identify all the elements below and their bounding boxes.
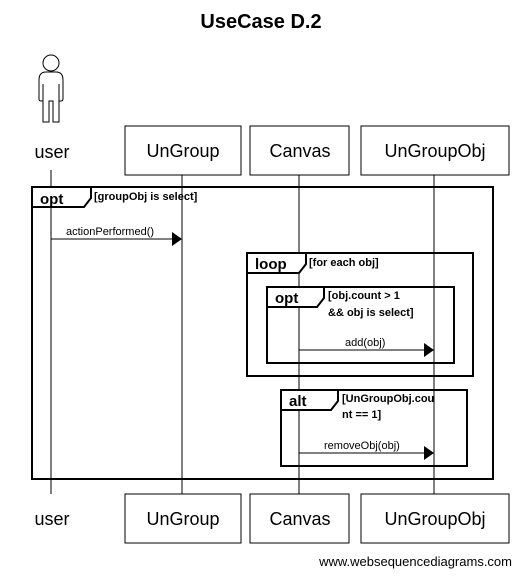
frame-outer-opt-operator: opt (40, 191, 63, 208)
lifelines (50, 170, 435, 494)
frame-inner-opt: opt [obj.count > 1 && obj is select] (266, 286, 455, 364)
participant-ungroup-top: UnGroup (124, 125, 242, 176)
user-actor-icon (38, 54, 64, 123)
participant-ungroup-bottom-label: UnGroup (146, 509, 219, 529)
frame-alt-operator: alt (289, 393, 307, 410)
participant-ungroup-top-label: UnGroup (146, 141, 219, 161)
participant-canvas-bottom: Canvas (249, 493, 350, 544)
frame-inner-opt-condition-line2: && obj is select] (328, 307, 414, 319)
participant-ungroup-bottom: UnGroup (124, 493, 242, 544)
frame-loop: loop [for each obj] (246, 252, 474, 377)
message-action-performed: actionPerformed() (51, 226, 182, 246)
participant-user-top: user (34, 142, 69, 162)
frame-alt-condition-line2: nt == 1] (342, 409, 381, 421)
frame-outer-opt-condition: [groupObj is select] (94, 191, 198, 203)
message-remove-label: removeObj(obj) (324, 440, 400, 452)
footer-watermark: www.websequencediagrams.com (318, 554, 512, 569)
frame-inner-opt-condition-line1: [obj.count > 1 (328, 290, 400, 302)
frame-outer-opt: opt [groupObj is select] (31, 186, 494, 480)
participant-canvas-top: Canvas (249, 125, 350, 176)
participant-ungroupobj-bottom-label: UnGroupObj (384, 509, 485, 529)
message-add-label: add(obj) (345, 337, 385, 349)
participant-ungroupobj-top: UnGroupObj (360, 125, 510, 176)
frame-loop-condition: [for each obj] (309, 257, 379, 269)
frame-inner-opt-operator: opt (275, 290, 298, 307)
frame-alt-condition-line1: [UnGroupObj.cou (342, 393, 434, 405)
participant-ungroupobj-bottom: UnGroupObj (360, 493, 510, 544)
message-remove: removeObj(obj) (299, 440, 434, 460)
message-action-performed-label: actionPerformed() (66, 226, 154, 238)
participant-ungroupobj-top-label: UnGroupObj (384, 141, 485, 161)
participant-user-bottom: user (34, 509, 69, 529)
message-add: add(obj) (299, 337, 434, 357)
frame-loop-operator: loop (255, 256, 287, 273)
participant-canvas-top-label: Canvas (269, 141, 330, 161)
participant-canvas-bottom-label: Canvas (269, 509, 330, 529)
frame-alt: alt [UnGroupObj.cou nt == 1] (280, 389, 468, 467)
diagram-title: UseCase D.2 (200, 11, 321, 33)
